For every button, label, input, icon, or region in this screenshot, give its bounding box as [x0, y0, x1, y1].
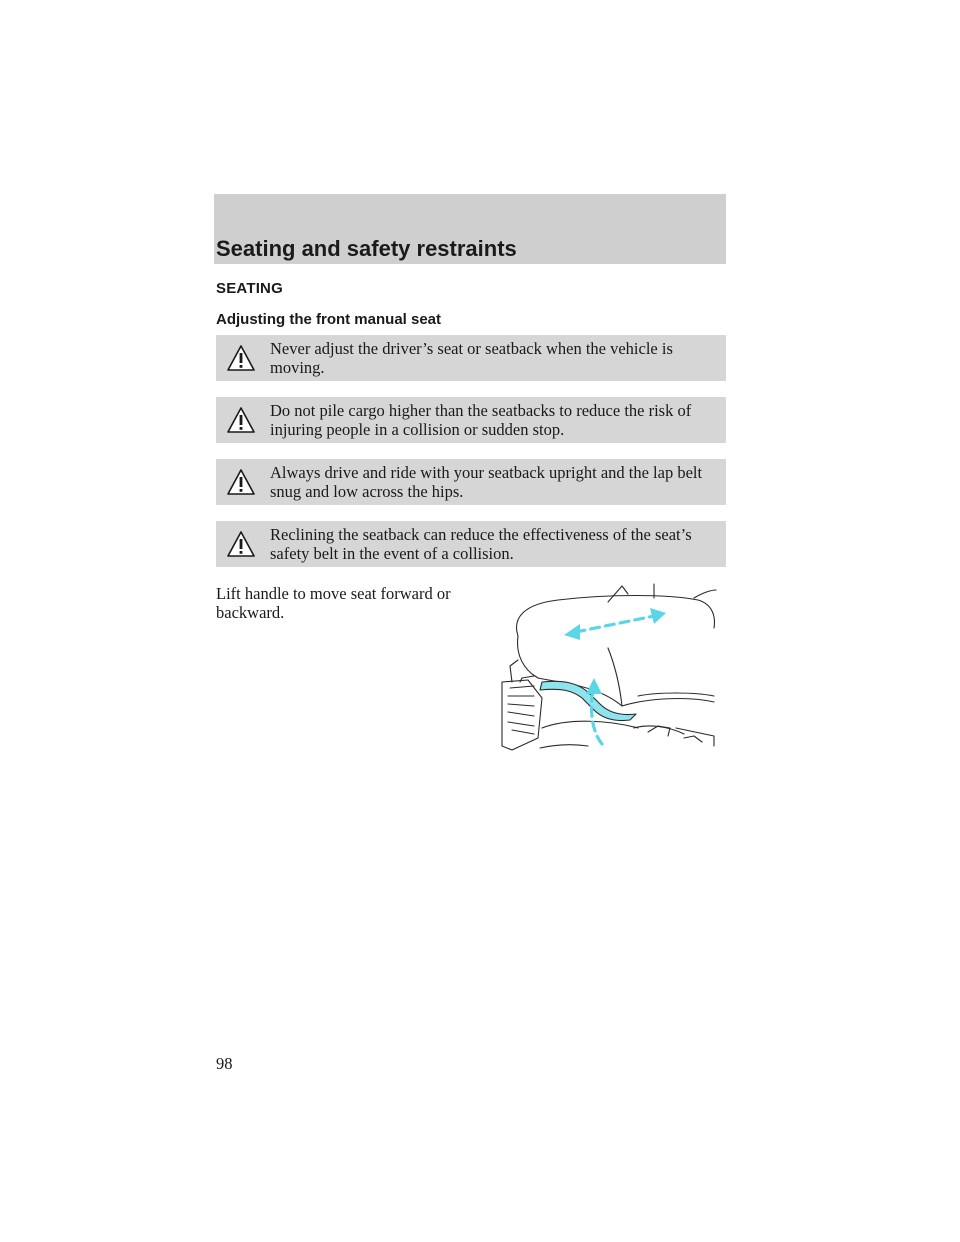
- warning-text: Never adjust the driver’s seat or seatba…: [270, 339, 673, 377]
- warning-triangle-icon: [227, 469, 255, 495]
- chapter-title: Seating and safety restraints: [216, 236, 517, 261]
- warning-triangle-icon: [227, 407, 255, 433]
- chapter-header-band: Seating and safety restraints: [214, 194, 726, 264]
- warning-box: Always drive and ride with your seatback…: [216, 459, 726, 505]
- warning-box: Reclining the seatback can reduce the ef…: [216, 521, 726, 567]
- warning-triangle-icon: [227, 531, 255, 557]
- warning-box: Never adjust the driver’s seat or seatba…: [216, 335, 726, 381]
- warning-text: Reclining the seatback can reduce the ef…: [270, 525, 692, 563]
- warning-box: Do not pile cargo higher than the seatba…: [216, 397, 726, 443]
- seat-adjust-illustration-icon: [501, 583, 717, 751]
- instruction-text: Lift handle to move seat forward or back…: [216, 584, 451, 622]
- section-heading: SEATING: [216, 280, 283, 297]
- warning-text: Always drive and ride with your seatback…: [270, 463, 703, 501]
- sub-heading: Adjusting the front manual seat: [216, 311, 442, 328]
- warning-triangle-icon: [227, 345, 255, 371]
- page-number: 98: [216, 1054, 233, 1073]
- warning-text: Do not pile cargo higher than the seatba…: [270, 401, 692, 439]
